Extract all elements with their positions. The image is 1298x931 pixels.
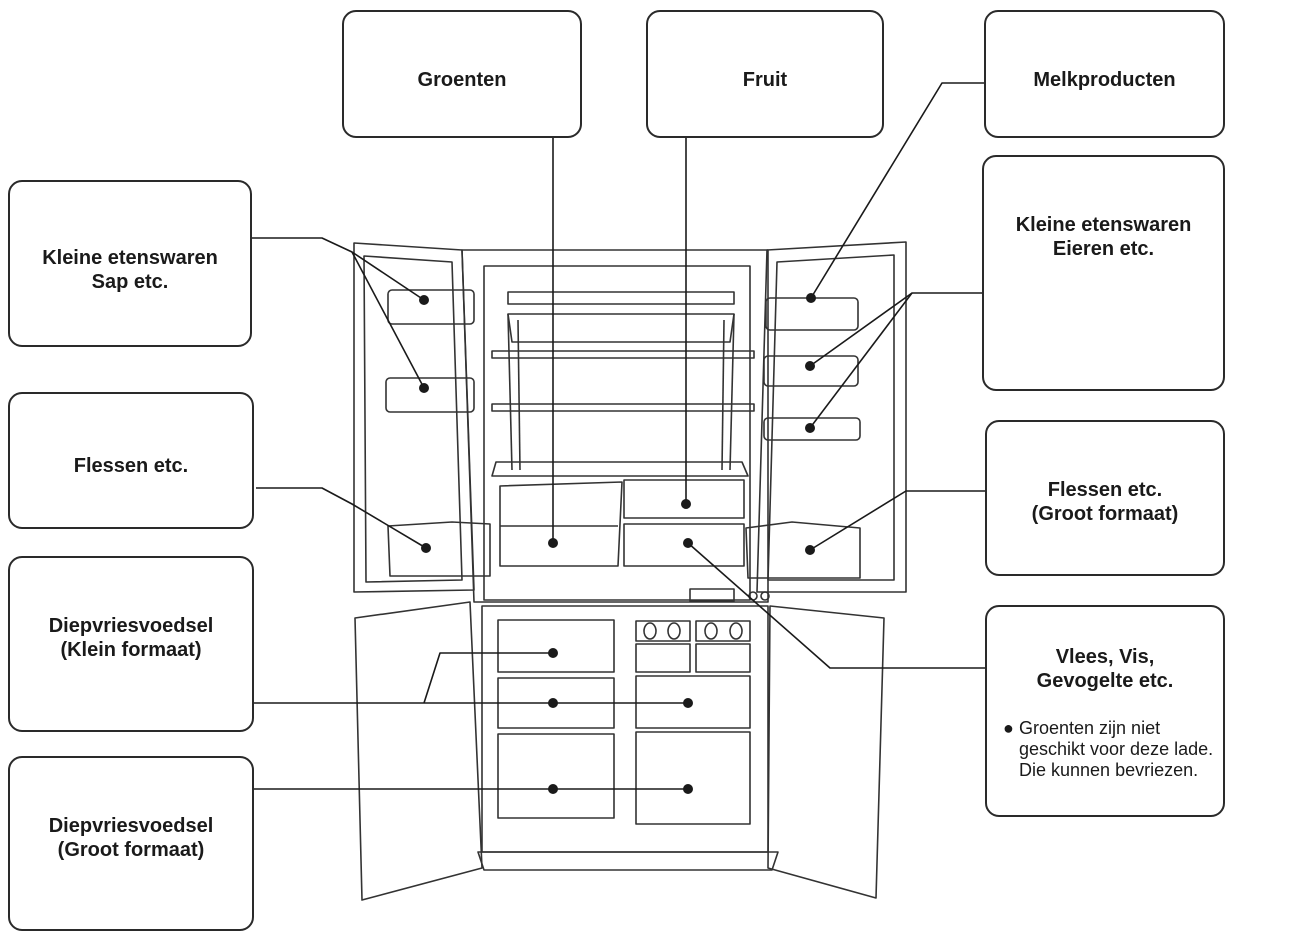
door-bin-right-4 bbox=[745, 521, 861, 579]
label-flessen-right: Flessen etc. (Groot formaat) bbox=[1031, 479, 1179, 525]
door-bin-left-2 bbox=[385, 377, 475, 413]
label-box-melkproducten: Melkproducten bbox=[984, 10, 1225, 138]
freezer-drawer-5 bbox=[635, 731, 751, 825]
right-freezer-door bbox=[767, 605, 885, 899]
fruit-drawer bbox=[623, 479, 745, 519]
label-box-flessen-left: Flessen etc. bbox=[8, 392, 254, 529]
door-bin-left-1 bbox=[387, 289, 475, 325]
note-text: Groenten zijn niet geschikt voor deze la… bbox=[1019, 718, 1214, 780]
label-box-diepvries-groot: Diepvriesvoedsel (Groot formaat) bbox=[8, 756, 254, 931]
label-box-kleine-sap: Kleine etenswaren Sap etc. bbox=[8, 180, 252, 347]
freezer-drawer-1 bbox=[497, 619, 615, 673]
label-box-diepvries-klein: Diepvriesvoedsel (Klein formaat) bbox=[8, 556, 254, 732]
ice-selector-2 bbox=[695, 620, 751, 642]
freezer-cabinet bbox=[481, 605, 769, 853]
bullet-icon: ● bbox=[1003, 718, 1014, 738]
door-bin-left-3 bbox=[387, 521, 491, 577]
left-upper-door bbox=[353, 242, 475, 593]
left-freezer-door bbox=[354, 601, 483, 901]
freezer-drawer-3 bbox=[497, 733, 615, 819]
label-box-groenten: Groenten bbox=[342, 10, 582, 138]
label-box-flessen-right: Flessen etc. (Groot formaat) bbox=[985, 420, 1225, 576]
label-kleine-sap: Kleine etenswaren Sap etc. bbox=[42, 247, 218, 293]
freezer-drawer-4 bbox=[635, 675, 751, 729]
label-melkproducten: Melkproducten bbox=[1033, 69, 1176, 91]
shelf-3 bbox=[491, 461, 749, 477]
chilled-drawer bbox=[623, 523, 745, 567]
label-fruit: Fruit bbox=[742, 69, 788, 91]
label-kleine-eieren: Kleine etenswaren Eieren etc. bbox=[1015, 214, 1192, 260]
shelf-2 bbox=[491, 403, 755, 412]
ice-selector-1 bbox=[635, 620, 691, 642]
door-bin-right-2 bbox=[763, 355, 859, 387]
label-box-fruit: Fruit bbox=[646, 10, 884, 138]
top-light bbox=[507, 291, 735, 305]
door-bin-right-3 bbox=[763, 417, 861, 441]
label-diepvries-groot: Diepvriesvoedsel (Groot formaat) bbox=[48, 815, 214, 861]
label-flessen-left: Flessen etc. bbox=[73, 455, 189, 477]
shelf-1 bbox=[491, 350, 755, 359]
fridge-cabinet bbox=[461, 249, 769, 603]
label-box-vlees: Vlees, Vis, Gevogelte etc. ● Groenten zi… bbox=[985, 605, 1225, 817]
right-upper-door bbox=[756, 241, 907, 593]
label-groenten: Groenten bbox=[417, 69, 507, 91]
control-panel bbox=[689, 588, 735, 602]
label-box-kleine-eieren: Kleine etenswaren Eieren etc. bbox=[982, 155, 1225, 391]
label-vlees: Vlees, Vis, Gevogelte etc. bbox=[1036, 646, 1174, 692]
vegetable-crisper bbox=[499, 481, 623, 567]
label-diepvries-klein: Diepvriesvoedsel (Klein formaat) bbox=[48, 615, 214, 661]
ice-tray-2 bbox=[695, 643, 751, 673]
ice-tray-1 bbox=[635, 643, 691, 673]
bottom-handle bbox=[477, 851, 779, 871]
